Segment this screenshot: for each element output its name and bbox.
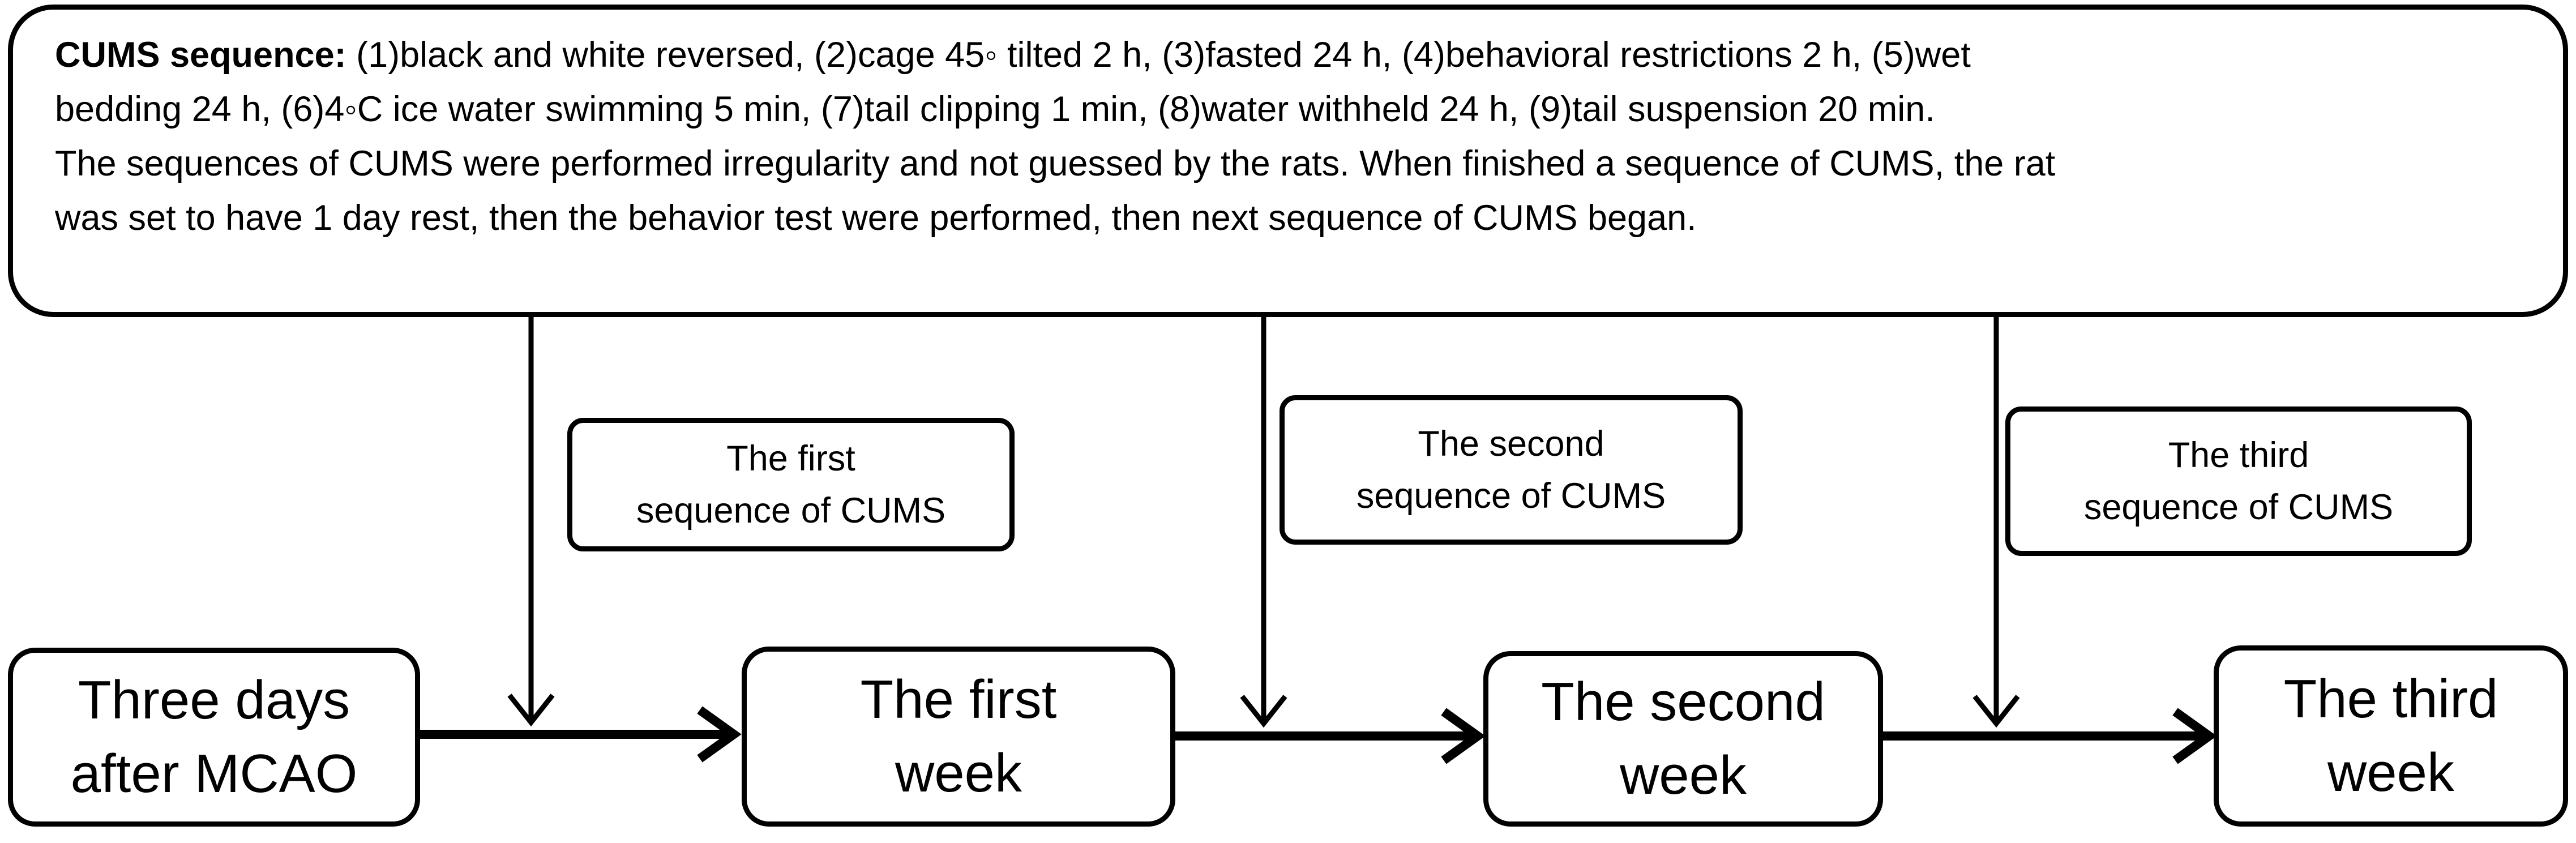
timeline-third-week: The third week xyxy=(2214,645,2568,827)
cums-sequence-heading: CUMS sequence: xyxy=(55,35,346,75)
timeline-second-week: The second week xyxy=(1483,651,1883,827)
sequence-label-first: The first sequence of CUMS xyxy=(567,418,1015,551)
down-arrow-1 xyxy=(507,317,555,727)
right-arrow-2 xyxy=(1174,708,1486,764)
cums-note-line-1: The sequences of CUMS were performed irr… xyxy=(55,144,2056,183)
right-arrow-1 xyxy=(418,706,742,763)
cums-steps-line-1: CUMS sequence: (1)black and white revers… xyxy=(55,35,1971,75)
timeline-first-week: The first week xyxy=(742,647,1175,827)
timeline-three-days-after-mcao: Three days after MCAO xyxy=(8,648,420,827)
right-arrow-3 xyxy=(1881,708,2217,764)
cums-steps-line-2: bedding 24 h, (6)4◦C ice water swimming … xyxy=(55,89,1935,129)
cums-description-box: CUMS sequence: (1)black and white revers… xyxy=(8,5,2568,317)
down-arrow-2 xyxy=(1240,317,1287,728)
sequence-label-second: The second sequence of CUMS xyxy=(1280,395,1743,545)
cums-note-line-2: was set to have 1 day rest, then the beh… xyxy=(55,198,1697,238)
sequence-label-third: The third sequence of CUMS xyxy=(2005,406,2472,556)
down-arrow-3 xyxy=(1972,317,2020,728)
